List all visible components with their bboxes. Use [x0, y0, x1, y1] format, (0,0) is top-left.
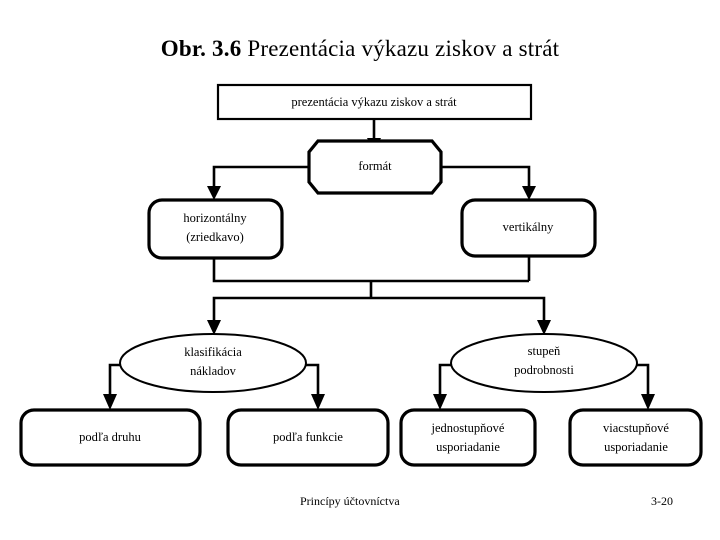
edge-classification-to-by-function [302, 363, 325, 410]
node-classification-line2: nákladov [190, 364, 237, 378]
footer-note: Princípy účtovníctva [300, 494, 400, 508]
node-root-label: prezentácia výkazu ziskov a strát [291, 95, 457, 109]
edge-format-to-horizontal [207, 165, 308, 200]
node-detail-level-line2: podrobnosti [514, 363, 574, 377]
page-title: Obr. 3.6 Prezentácia výkazu ziskov a str… [0, 36, 720, 62]
node-vertical-label: vertikálny [503, 220, 554, 234]
node-format-label: formát [358, 159, 392, 173]
node-multi-level-line2: usporiadanie [604, 440, 668, 454]
edge-classification-to-by-kind [103, 363, 122, 410]
edge-horizontal-to-merge [212, 258, 529, 283]
node-by-function-label: podľa funkcie [273, 430, 343, 444]
edge-split-to-detail-level [371, 296, 551, 335]
node-multi-level-line1: viacstupňové [603, 421, 669, 435]
node-vertical[interactable]: vertikálny [460, 198, 597, 258]
node-horizontal-line2: (zriedkavo) [186, 230, 244, 244]
edge-format-to-vertical [440, 165, 536, 200]
node-single-level-line2: usporiadanie [436, 440, 500, 454]
footer-page-number: 3-20 [651, 494, 673, 508]
node-horizontal-line1: horizontálny [183, 211, 247, 225]
node-detail-level-line1: stupeň [528, 344, 561, 358]
node-root[interactable]: prezentácia výkazu ziskov a strát [216, 83, 533, 121]
node-by-function[interactable]: podľa funkcie [226, 408, 390, 467]
node-single-level[interactable]: jednostupňové usporiadanie [399, 408, 537, 467]
node-multi-level[interactable]: viacstupňové usporiadanie [568, 408, 703, 467]
title-heading: Prezentácia výkazu ziskov a strát [247, 36, 560, 61]
node-by-kind[interactable]: podľa druhu [19, 408, 202, 467]
node-single-level-line1: jednostupňové [431, 421, 505, 435]
node-detail-level[interactable]: stupeň podrobnosti [450, 333, 638, 393]
node-horizontal[interactable]: horizontálny (zriedkavo) [147, 198, 284, 260]
node-by-kind-label: podľa druhu [79, 430, 141, 444]
node-classification[interactable]: klasifikácia nákladov [119, 333, 307, 393]
edge-detail-to-multi-level [632, 363, 655, 410]
node-format[interactable]: formát [307, 139, 443, 195]
figure-label: Obr. 3.6 [160, 36, 242, 61]
edge-split-to-classification [207, 296, 371, 335]
edge-detail-to-single-level [433, 363, 456, 410]
node-classification-line1: klasifikácia [184, 345, 242, 359]
